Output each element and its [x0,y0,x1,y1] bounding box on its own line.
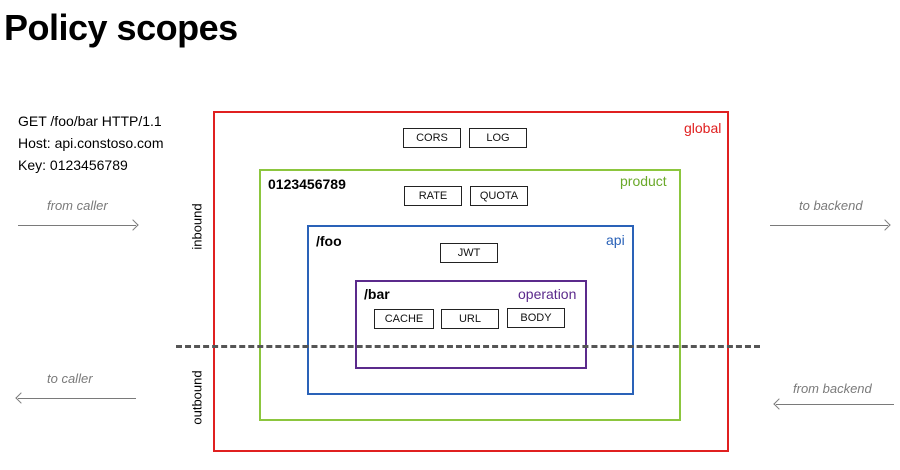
global-scope [213,111,729,452]
policy-quota: QUOTA [470,186,528,206]
policy-jwt: JWT [440,243,498,263]
global-scope-name: global [684,120,722,136]
policy-rate: RATE [404,186,462,206]
policy-cors: CORS [403,128,461,148]
product-key: 0123456789 [268,176,346,192]
request-line: GET /foo/bar HTTP/1.1 [18,113,162,129]
to-backend-arrow [770,225,888,226]
policy-cache: CACHE [374,309,434,329]
api-scope [307,225,634,395]
page-title: Policy scopes [4,7,238,48]
request-key: Key: 0123456789 [18,157,128,173]
operation-key: /bar [364,286,390,302]
product-scope [259,169,681,421]
operation-scope-name: operation [518,286,577,302]
from-caller-arrow [18,225,136,226]
to-caller-arrow [18,398,136,399]
policy-url: URL [441,309,499,329]
operation-scope [355,280,587,369]
policy-body: BODY [507,308,565,328]
policy-log: LOG [469,128,527,148]
outbound-label: outbound [189,370,205,425]
api-key: /foo [316,233,342,249]
from-caller-label: from caller [47,198,108,213]
from-backend-label: from backend [793,381,872,396]
inbound-outbound-divider [176,345,760,348]
http-request: GET /foo/bar HTTP/1.1 Host: api.constoso… [18,110,164,176]
to-caller-label: to caller [47,371,93,386]
to-backend-label: to backend [799,198,863,213]
from-backend-arrow [776,404,894,405]
inbound-label: inbound [189,203,205,250]
request-host: Host: api.constoso.com [18,135,164,151]
api-scope-name: api [606,232,625,248]
product-scope-name: product [620,173,667,189]
